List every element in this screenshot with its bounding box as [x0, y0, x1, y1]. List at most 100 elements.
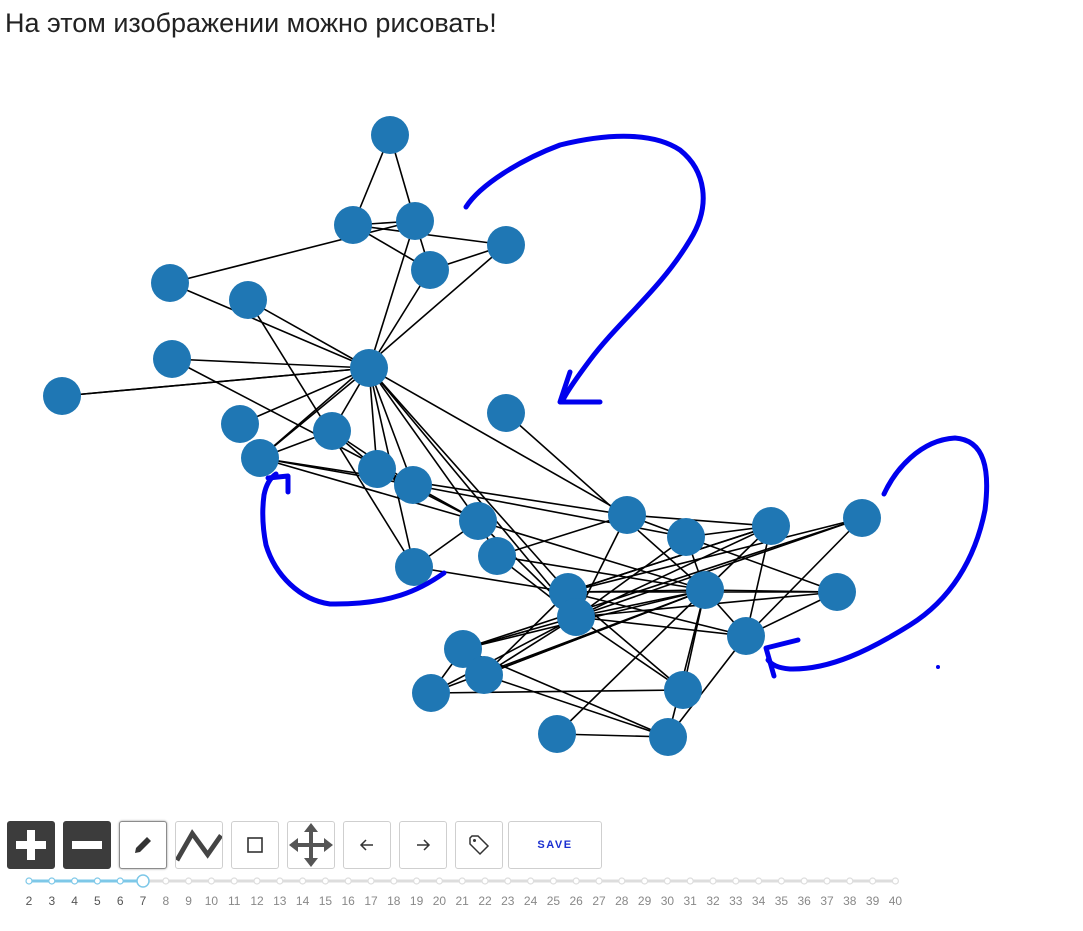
slider-stop[interactable]	[663, 877, 672, 885]
slider-stop[interactable]	[846, 877, 854, 885]
slider-stop[interactable]	[253, 877, 261, 885]
graph-node-n32[interactable]	[664, 671, 702, 709]
graph-node-n27[interactable]	[818, 573, 856, 611]
slider-stop[interactable]	[344, 877, 352, 885]
graph-edge	[368, 367, 628, 516]
slider-tick-label: 31	[683, 894, 697, 908]
graph-edge	[496, 555, 706, 591]
slider-stop[interactable]	[367, 877, 375, 885]
slider-stop[interactable]	[276, 877, 284, 885]
zoom-out-button[interactable]	[63, 821, 111, 869]
move-tool-button[interactable]	[287, 821, 335, 869]
zoom-in-button[interactable]	[7, 821, 55, 869]
polyline-tool-button[interactable]	[175, 821, 223, 869]
graph-node-n28[interactable]	[727, 617, 765, 655]
slider-stop[interactable]	[868, 877, 877, 885]
slider-stop[interactable]	[572, 877, 580, 885]
pencil-tool-button[interactable]	[119, 821, 167, 869]
slider-tick-label: 20	[432, 894, 447, 908]
slider-stop[interactable]	[504, 877, 512, 885]
slider-stop[interactable]	[732, 877, 740, 885]
graph-node-n16[interactable]	[394, 466, 432, 504]
graph-node-n6[interactable]	[151, 264, 189, 302]
slider-stop[interactable]	[481, 877, 489, 885]
slider-stop[interactable]	[526, 877, 535, 885]
graph-node-n19[interactable]	[395, 548, 433, 586]
slider-stop[interactable]	[823, 877, 831, 885]
slider-track[interactable]	[25, 874, 900, 888]
slider-stop[interactable]	[70, 877, 79, 885]
slider-stop[interactable]	[686, 877, 694, 885]
slider-tick-label: 10	[204, 894, 219, 908]
graph-node-n8[interactable]	[153, 340, 191, 378]
slider-stop[interactable]	[709, 877, 717, 885]
slider-stop[interactable]	[549, 877, 558, 885]
redo-button[interactable]	[399, 821, 447, 869]
graph-node-n17[interactable]	[459, 502, 497, 540]
graph-edge	[704, 589, 838, 593]
drawing-canvas[interactable]	[0, 0, 1083, 820]
slider-stop[interactable]	[48, 877, 56, 885]
graph-node-n4[interactable]	[487, 226, 525, 264]
graph-edge	[368, 220, 416, 369]
graph-node-n30[interactable]	[465, 656, 503, 694]
graph-node-n33[interactable]	[538, 715, 576, 753]
graph-node-n20[interactable]	[478, 537, 516, 575]
graph-node-n29[interactable]	[444, 630, 482, 668]
graph-node-n15[interactable]	[358, 450, 396, 488]
graph-node-n1[interactable]	[371, 116, 409, 154]
graph-node-n3[interactable]	[396, 202, 434, 240]
save-button[interactable]: SAVE	[508, 821, 602, 869]
slider-handle[interactable]	[136, 874, 150, 888]
slider-stop[interactable]	[321, 877, 329, 885]
slider-stop[interactable]	[458, 877, 466, 885]
graph-node-n21[interactable]	[667, 518, 705, 556]
undo-button[interactable]	[343, 821, 391, 869]
slider-stop[interactable]	[435, 877, 443, 885]
rectangle-tool-button[interactable]	[231, 821, 279, 869]
slider-tick-label: 8	[162, 894, 170, 908]
slider-stop[interactable]	[162, 877, 170, 885]
slider-stop[interactable]	[299, 877, 307, 885]
slider-stop[interactable]	[777, 877, 786, 885]
slider-stop[interactable]	[116, 877, 124, 885]
slider-stop[interactable]	[185, 877, 193, 885]
slider-stop[interactable]	[800, 877, 808, 885]
graph-node-n9[interactable]	[43, 377, 81, 415]
graph-node-n7[interactable]	[229, 281, 267, 319]
slider-tick-label: 2	[25, 894, 33, 908]
slider-tick-label: 38	[843, 894, 857, 908]
graph-node-n23[interactable]	[843, 499, 881, 537]
slider-stop[interactable]	[207, 877, 215, 885]
slider-stop[interactable]	[595, 877, 603, 885]
tag-button[interactable]	[455, 821, 503, 869]
slider-stop[interactable]	[25, 877, 33, 885]
slider-stop[interactable]	[93, 877, 102, 885]
slider-stop[interactable]	[230, 877, 238, 885]
graph-node-n26[interactable]	[686, 571, 724, 609]
slider-stop[interactable]	[891, 877, 900, 885]
slider-stop[interactable]	[754, 877, 763, 885]
graph-node-n18[interactable]	[608, 496, 646, 534]
slider-tick-label: 9	[185, 894, 192, 908]
freehand-annotations	[260, 133, 990, 679]
arrow-left-icon	[359, 839, 373, 851]
slider-stop[interactable]	[413, 877, 421, 885]
graph-node-n13[interactable]	[313, 412, 351, 450]
frame-slider[interactable]	[0, 870, 1083, 910]
graph-node-n5[interactable]	[411, 251, 449, 289]
graph-node-n2[interactable]	[334, 206, 372, 244]
graph-node-n22[interactable]	[752, 507, 790, 545]
graph-node-n12[interactable]	[350, 349, 388, 387]
slider-stop[interactable]	[390, 877, 398, 885]
graph-node-n25[interactable]	[557, 598, 595, 636]
graph-node-n31[interactable]	[412, 674, 450, 712]
graph-edge	[259, 457, 628, 516]
graph-node-n10[interactable]	[221, 405, 259, 443]
slider-stop[interactable]	[618, 877, 626, 885]
graph-node-n34[interactable]	[649, 718, 687, 756]
slider-stop[interactable]	[640, 877, 649, 885]
graph-node-n11[interactable]	[487, 394, 525, 432]
arrow-right-icon	[417, 839, 431, 851]
graph-node-n14[interactable]	[241, 439, 279, 477]
